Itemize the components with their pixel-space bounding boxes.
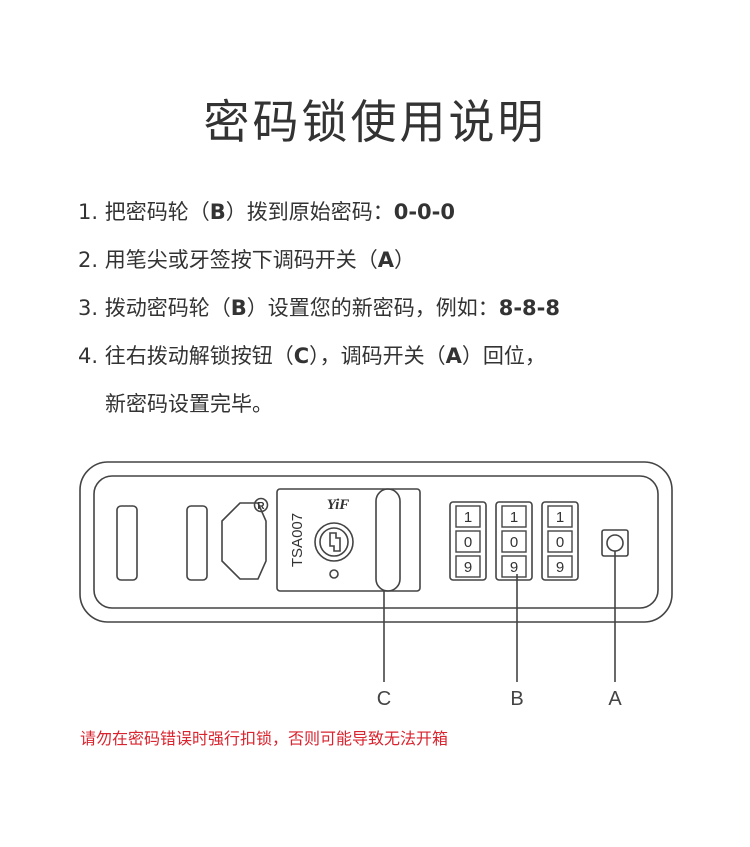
label-c: C: [377, 688, 391, 710]
wheel-frame-2: [495, 501, 533, 581]
step-text: ）回位，: [461, 344, 546, 368]
wheel-digit[interactable]: 1: [464, 509, 472, 526]
step-text: 用笔尖或牙签按下调码开关（: [104, 248, 378, 272]
step-text: 往右拨动解锁按钮（: [104, 344, 294, 368]
unlock-slider-button: [375, 488, 401, 592]
step-key-term: A: [377, 248, 394, 272]
wheel-frame-3: [541, 501, 579, 581]
small-hole: [329, 569, 339, 579]
combination-wheels: 1 0 9 1 0 9 1 0 9: [455, 505, 573, 578]
wheel-digit-cell: [501, 555, 527, 578]
wheel-digit-cell: [547, 530, 573, 553]
wheel-digit[interactable]: 1: [556, 509, 564, 526]
wheel-digit[interactable]: 9: [510, 559, 518, 576]
wheel-digit[interactable]: 1: [510, 509, 518, 526]
label-a: A: [608, 688, 622, 710]
step-text: ）设置您的新密码，例如：: [246, 296, 499, 320]
slot-left-1: [116, 505, 138, 581]
wheel-digit-cell: [501, 530, 527, 553]
step-number: 2.: [78, 248, 105, 272]
instruction-step: 1. 把密码轮（B）拨到原始密码：0-0-0: [78, 188, 718, 236]
page-title: 密码锁使用说明: [203, 95, 547, 149]
wheel-digit[interactable]: 0: [510, 534, 518, 551]
label-b: B: [510, 688, 523, 710]
slot-left-2: [186, 505, 208, 581]
step-text: 新密码设置完毕。: [105, 392, 273, 416]
step-text: ）: [393, 248, 415, 272]
step-text: 把密码轮（: [104, 200, 210, 224]
model-label: TSA007: [289, 513, 306, 567]
step-text: 拨动密码轮（: [104, 296, 231, 320]
wheel-digit[interactable]: 9: [556, 559, 564, 576]
step-text: ）拨到原始密码：: [225, 200, 394, 224]
instruction-step: 2. 用笔尖或牙签按下调码开关（A）: [78, 236, 718, 284]
registered-mark-circle: [253, 497, 269, 513]
key-cylinder-inner: [319, 527, 349, 557]
tsa-plate: [276, 488, 421, 592]
reset-switch-button: [606, 534, 624, 552]
octagon-emblem: [221, 502, 267, 580]
instruction-step: 3. 拨动密码轮（B）设置您的新密码，例如：8-8-8: [78, 284, 718, 332]
wheel-digit-cell: [455, 530, 481, 553]
wheel-digit-cell: [547, 505, 573, 528]
step-key-term: A: [445, 344, 462, 368]
instruction-step: 新密码设置完毕。: [78, 380, 718, 428]
wheel-digit[interactable]: 0: [464, 534, 472, 551]
brand-logo: YiF: [327, 497, 350, 513]
key-cylinder: [314, 522, 354, 562]
step-number: 4.: [78, 344, 105, 368]
wheel-digit[interactable]: 9: [464, 559, 472, 576]
wheel-digit-cell: [547, 555, 573, 578]
step-text: ），调码开关（: [309, 344, 446, 368]
lock-outer-body: [79, 461, 673, 623]
lock-inner-panel: [93, 475, 659, 609]
wheel-digit[interactable]: 0: [556, 534, 564, 551]
instruction-step: 4. 往右拨动解锁按钮（C），调码开关（A）回位，: [78, 332, 718, 380]
wheel-frame-1: [449, 501, 487, 581]
registered-mark: R: [257, 501, 265, 512]
wheel-digit-cell: [501, 505, 527, 528]
step-key-term: 8-8-8: [498, 296, 561, 320]
step-number: 1.: [78, 200, 105, 224]
step-key-term: 0-0-0: [393, 200, 456, 224]
warning-text: 请勿在密码错误时强行扣锁，否则可能导致无法开箱: [80, 729, 449, 748]
wheel-digit-cell: [455, 505, 481, 528]
step-key-term: B: [209, 200, 226, 224]
keyhole-icon: [329, 532, 341, 552]
step-key-term: B: [230, 296, 247, 320]
step-number: 3.: [78, 296, 105, 320]
wheel-digit-cell: [455, 555, 481, 578]
step-key-term: C: [293, 344, 310, 368]
